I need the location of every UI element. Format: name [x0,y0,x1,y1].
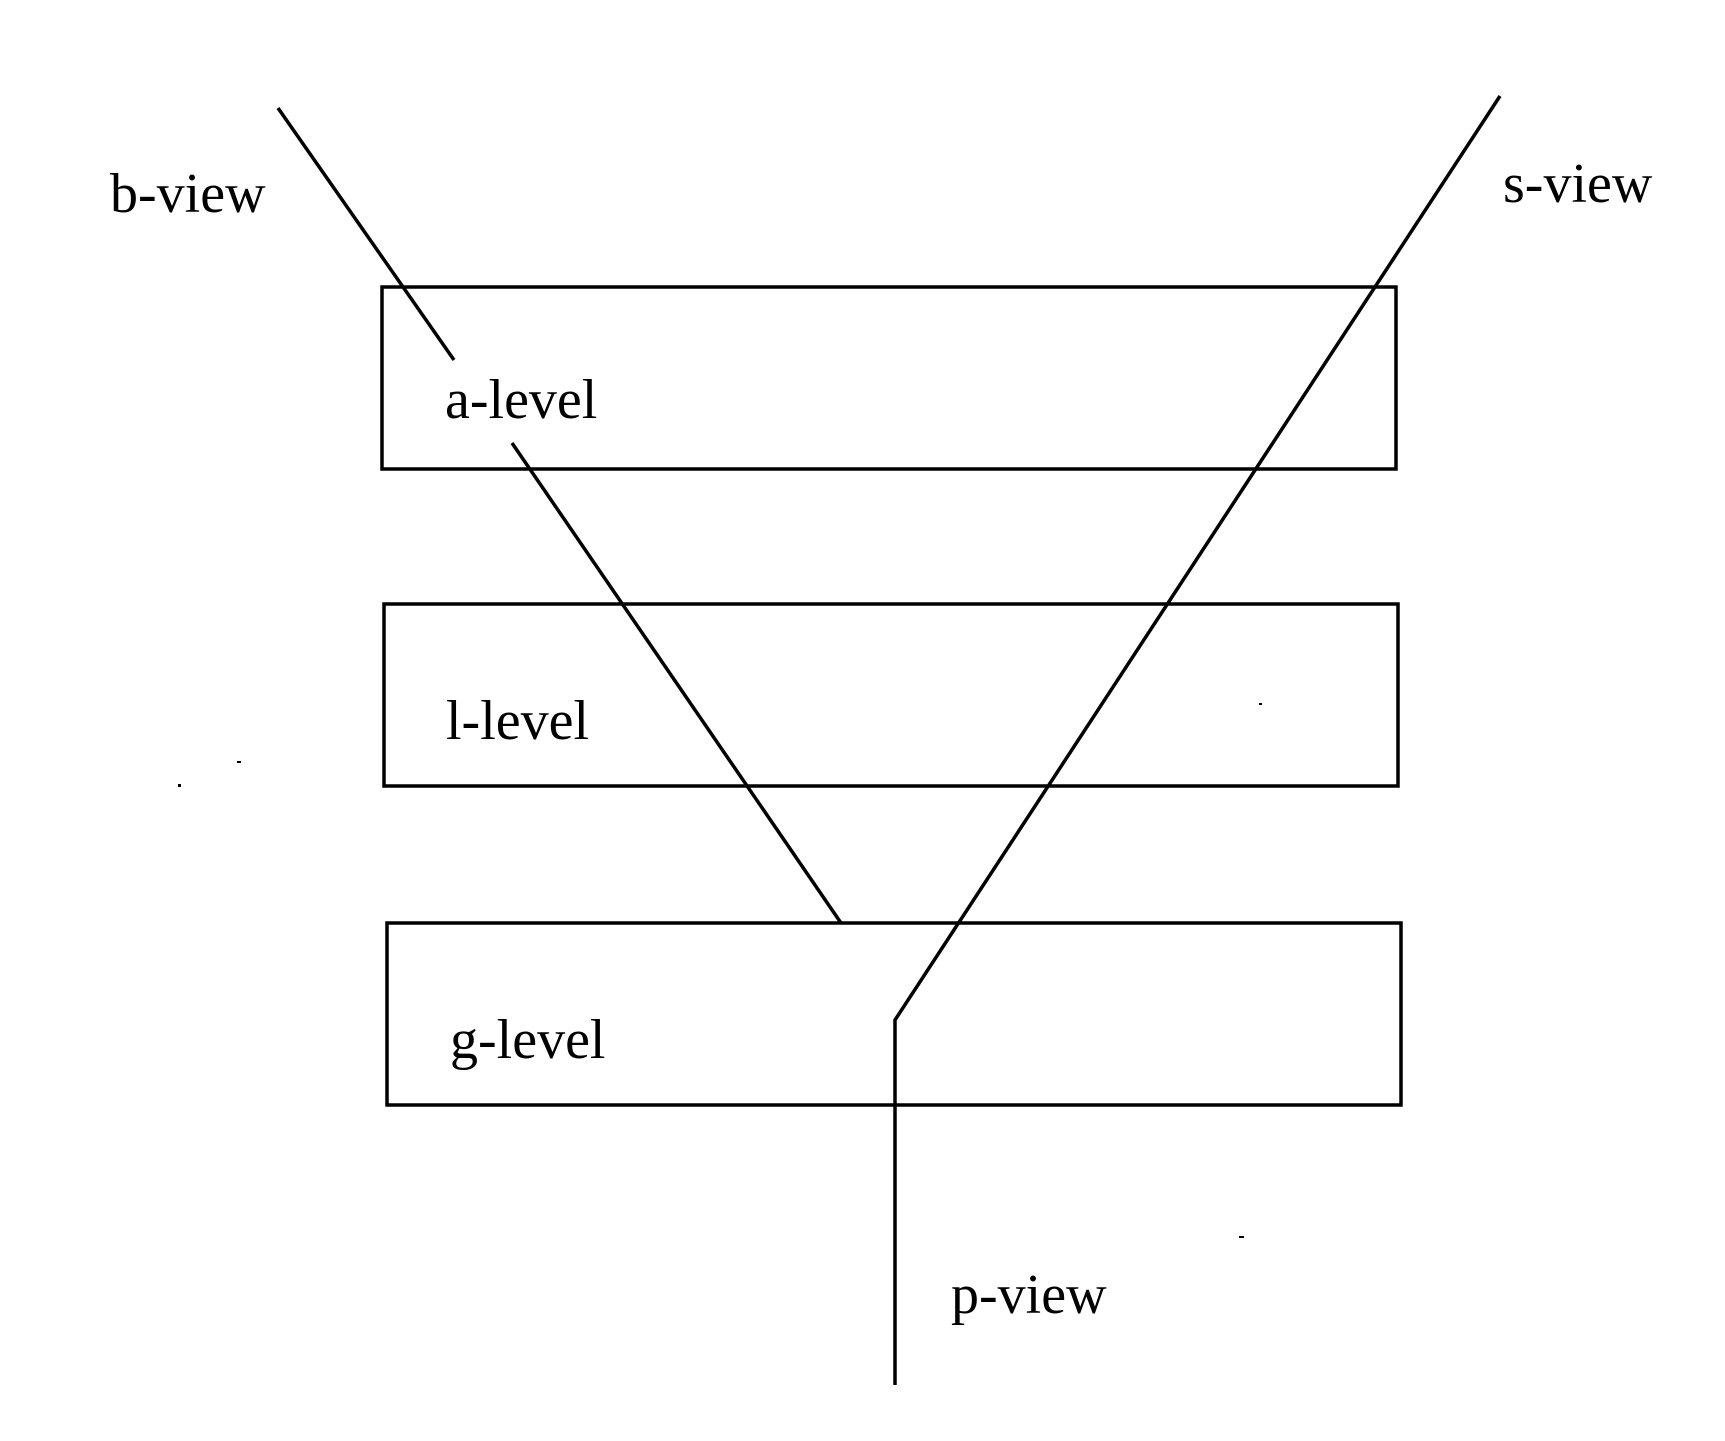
scan-speck [237,761,241,763]
b-view-line-upper [276,106,456,362]
s-view-line [893,95,1502,1385]
scan-speck [1239,1236,1244,1238]
b-view-label: b-view [110,163,266,225]
b-view-line-lower [510,442,843,924]
scan-speck [178,784,181,787]
l-level-label: l-level [446,690,589,752]
s-view-label: s-view [1503,153,1653,215]
scan-speck [1259,703,1262,705]
l-level-box [382,602,1400,788]
g-level-label: g-level [450,1009,605,1071]
p-view-label: p-view [951,1264,1107,1326]
a-level-box [380,285,1398,471]
a-level-label: a-level [445,369,597,431]
g-level-box [385,921,1403,1107]
